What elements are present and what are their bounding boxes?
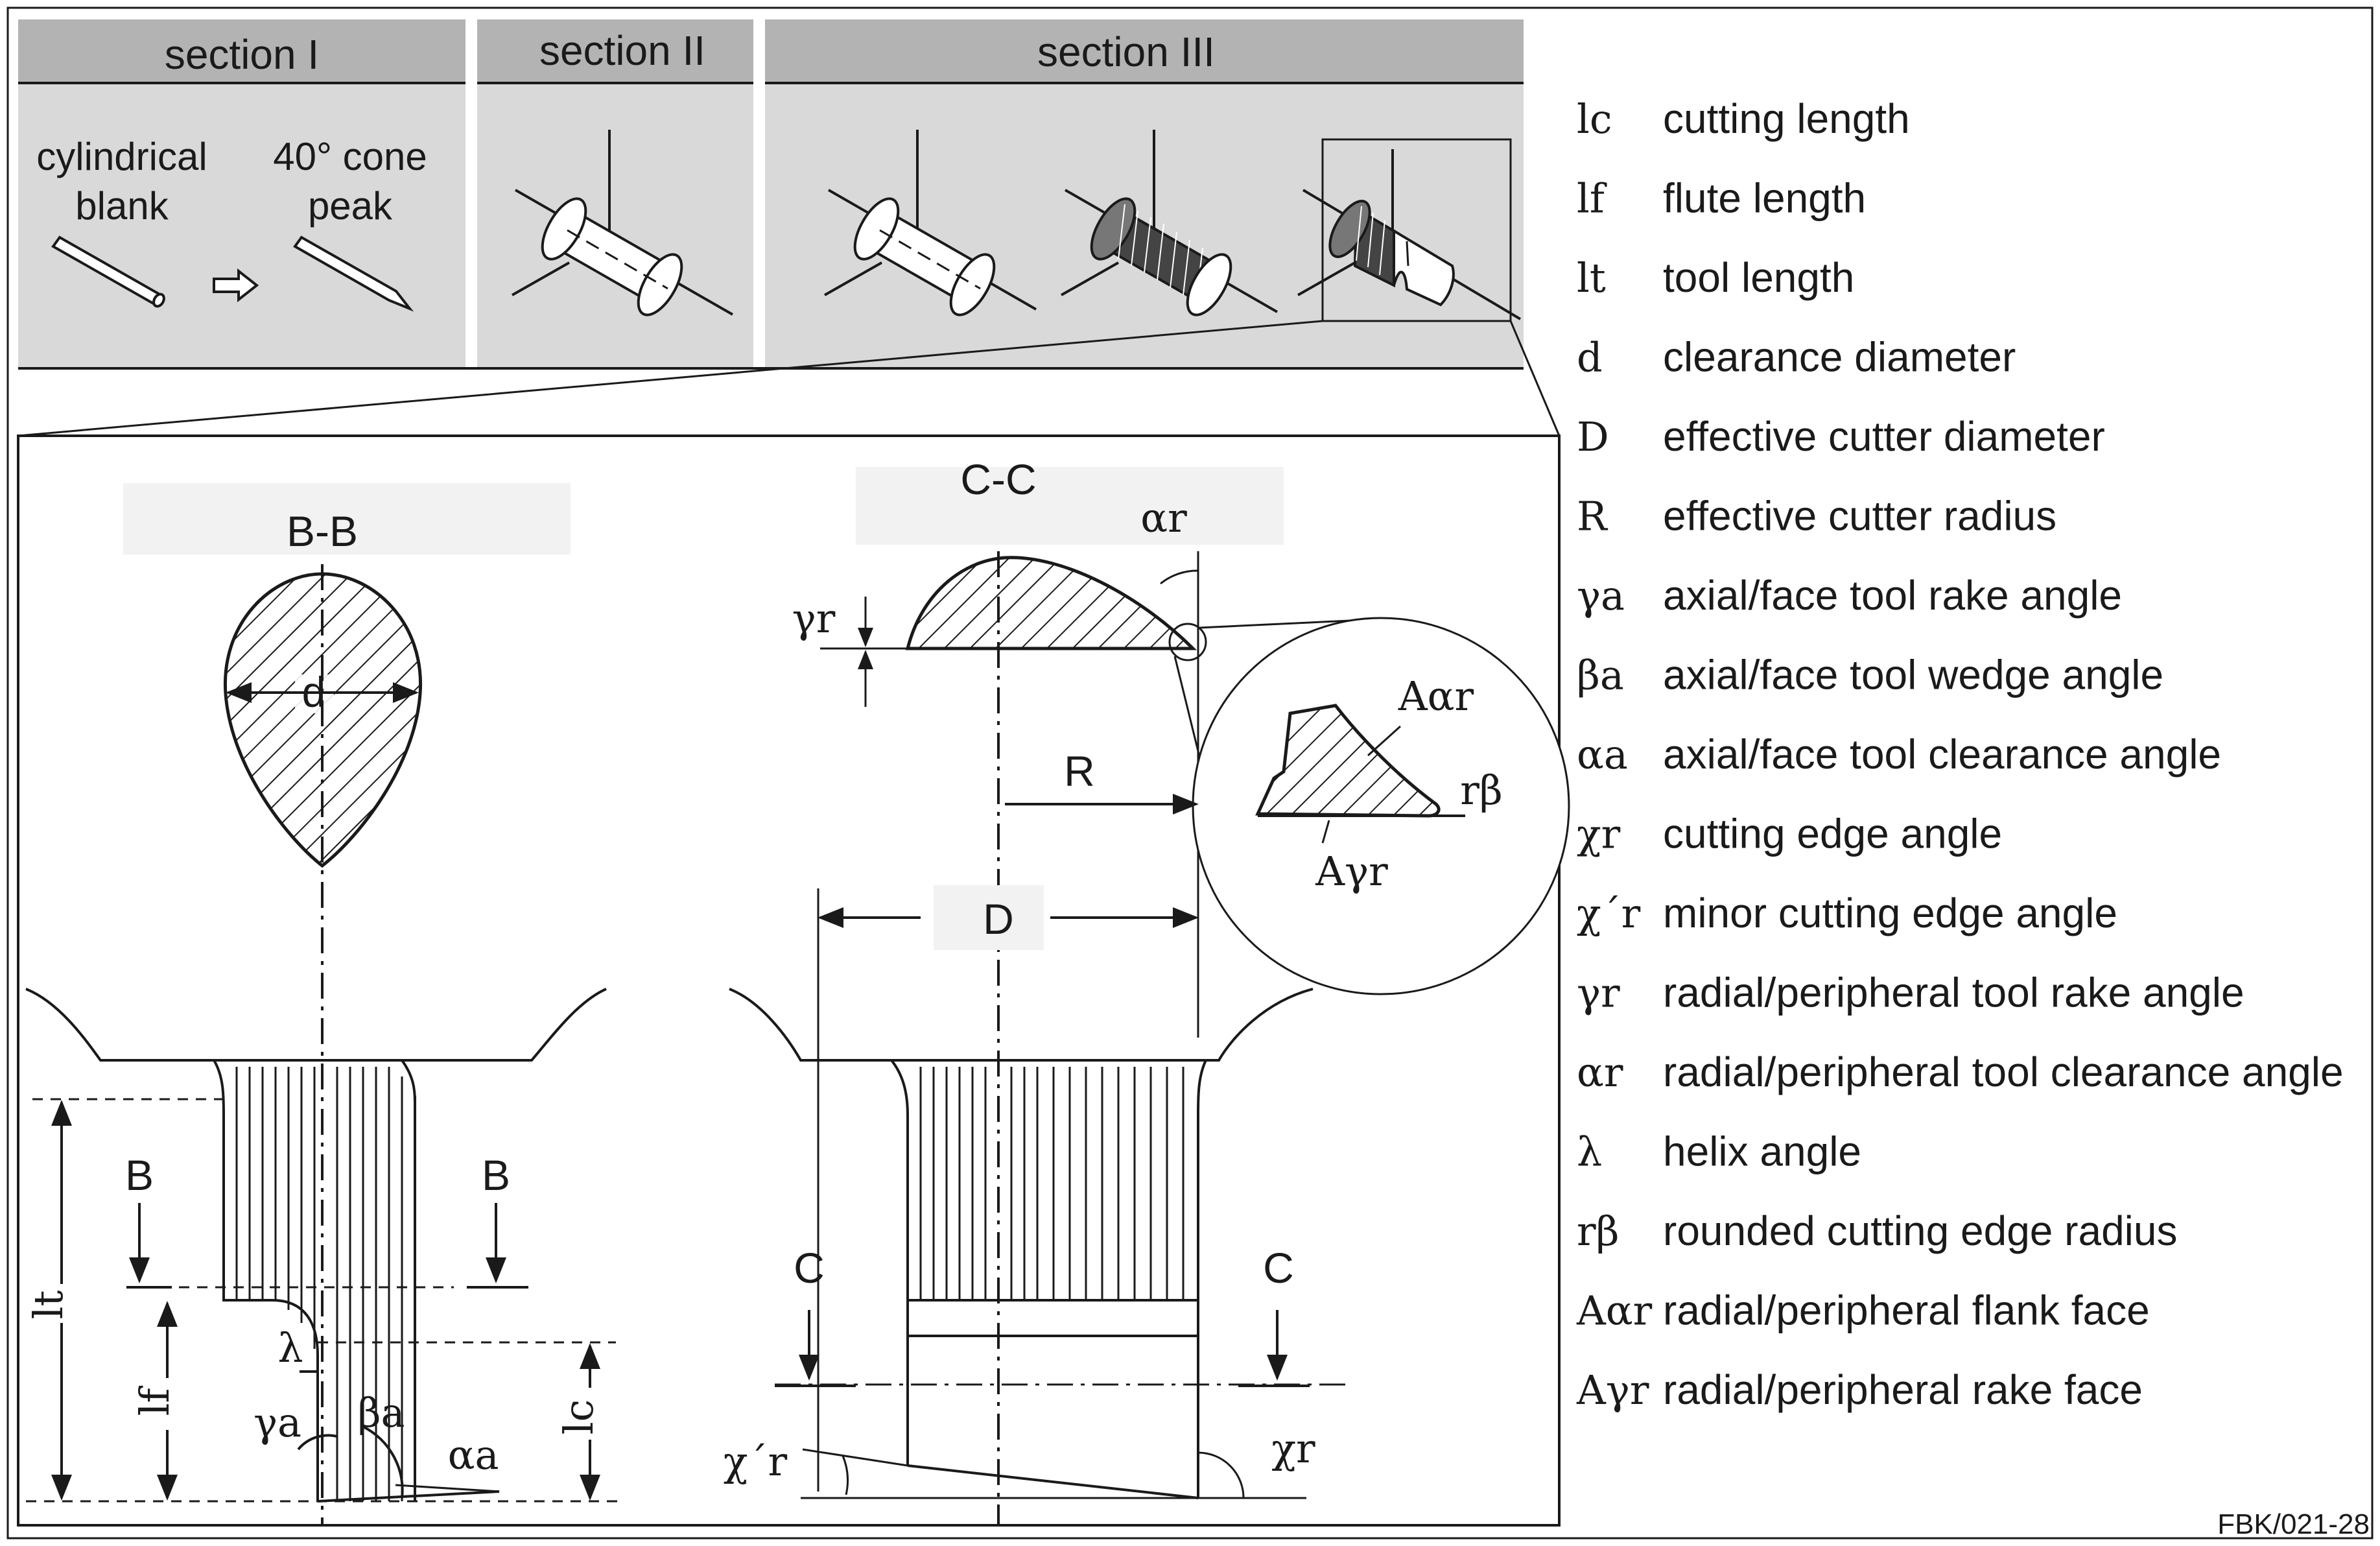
cc-label: C-C <box>960 455 1036 503</box>
section-2-title: section II <box>539 27 705 74</box>
section-2-header <box>477 19 753 83</box>
cylindrical-blank <box>51 235 165 308</box>
section-3-title: section III <box>1037 29 1215 75</box>
gamma-a-label: γa <box>253 1399 301 1446</box>
alpha-r-label: αr <box>1140 494 1187 541</box>
legend: lc cutting length lf flute length lt tool len… <box>1576 95 2344 1414</box>
legend-description: axial/face tool rake angle <box>1663 572 2122 619</box>
legend-symbol: Aγr <box>1576 1366 1649 1414</box>
legend-symbol: lf <box>1577 175 1607 222</box>
chi-prime-r-label: χ´r <box>724 1438 788 1485</box>
cone-peak-label-2: peak <box>308 184 393 228</box>
lambda-label: λ <box>277 1324 303 1372</box>
legend-description: radial/peripheral flank face <box>1663 1287 2150 1334</box>
c-right-label: C <box>1263 1244 1294 1292</box>
right-dim-labels: C C χ´r χr <box>724 1244 1315 1485</box>
legend-symbol: d <box>1577 334 1603 381</box>
beta-a-label: βa <box>358 1389 405 1436</box>
section-1-title: section I <box>165 31 319 78</box>
edge-zoom-small <box>1168 623 1207 661</box>
outer-frame <box>6 6 2374 1540</box>
legend-description: effective cutter radius <box>1663 493 2056 540</box>
section-bb: B-B d <box>123 483 571 1524</box>
detail-box <box>1321 138 1512 322</box>
alpha-a-label: αa <box>448 1431 499 1479</box>
legend-symbol: αr <box>1577 1049 1623 1096</box>
cone-peak-label-1: 40° cone <box>273 135 427 178</box>
legend-description: rounded cutting edge radius <box>1663 1207 2177 1254</box>
legend-symbol: αa <box>1577 731 1628 778</box>
lc-label: lc <box>555 1399 602 1435</box>
a-gamma-r-label: Aγr <box>1315 848 1388 895</box>
legend-description: helix angle <box>1663 1128 1861 1175</box>
legend-description: radial/peripheral tool clearance angle <box>1663 1049 2344 1095</box>
legend-symbol: lt <box>1577 254 1606 302</box>
legend-description: axial/face tool clearance angle <box>1663 731 2221 778</box>
edge-detail <box>1255 704 1441 818</box>
b-left-label: B <box>125 1151 154 1199</box>
cylindrical-blank-label-1: cylindrical <box>36 135 207 178</box>
zoom-connectors <box>18 320 1561 437</box>
left-dim-labels: lt lf lc B B λ γa βa αa <box>25 1151 615 1479</box>
legend-symbol: λ <box>1577 1128 1602 1176</box>
gamma-r-label: γr <box>792 595 836 642</box>
cc-cross-section <box>905 556 1197 650</box>
D-label: D <box>983 895 1014 943</box>
section-cc: C-C γr αr Aαr rβ Aγr R <box>792 455 1570 1524</box>
left-tool-body <box>25 988 622 1503</box>
top-panels: section I section II section III cylindr… <box>18 19 1524 370</box>
c-left-label: C <box>794 1244 825 1292</box>
legend-description: cutting edge angle <box>1663 811 2002 857</box>
arrow-icon <box>213 268 259 303</box>
legend-symbol: R <box>1577 493 1608 540</box>
legend-symbol: γr <box>1577 969 1620 1017</box>
r-beta-label: rβ <box>1460 767 1502 814</box>
legend-symbol: lc <box>1577 95 1612 143</box>
legend-description: clearance diameter <box>1663 334 2016 381</box>
cone-blank <box>293 235 414 312</box>
legend-description: axial/face tool wedge angle <box>1663 652 2163 698</box>
legend-symbol: D <box>1577 413 1609 460</box>
figure-code: FBK/021-28 <box>2217 1508 2370 1540</box>
legend-description: minor cutting edge angle <box>1663 890 2117 936</box>
bb-label: B-B <box>287 507 358 555</box>
section-3-cylinder-plain <box>824 130 1037 316</box>
lt-label: lt <box>25 1290 72 1320</box>
section-1-header <box>18 19 465 83</box>
section-3-cylinder-fluted <box>1061 130 1278 316</box>
chi-r-label: χr <box>1271 1425 1315 1472</box>
legend-symbol: χ´r <box>1577 890 1641 937</box>
lf-label: lf <box>131 1386 178 1416</box>
a-alpha-r-label: Aαr <box>1398 672 1474 720</box>
legend-description: flute length <box>1663 175 1866 222</box>
legend-description: radial/peripheral rake face <box>1663 1366 2143 1413</box>
legend-symbol: Aαr <box>1576 1287 1653 1335</box>
legend-symbol: rβ <box>1577 1207 1619 1255</box>
R-label: R <box>1064 747 1095 795</box>
legend-description: cutting length <box>1663 95 1910 142</box>
section-3-cylinder-finished <box>1297 138 1522 322</box>
section-2-cylinder <box>512 130 733 316</box>
right-tool-body <box>729 988 1352 1499</box>
cylindrical-blank-label-2: blank <box>75 184 169 228</box>
legend-symbol: βa <box>1577 652 1624 699</box>
b-right-label: B <box>482 1151 510 1199</box>
legend-symbol: γa <box>1577 572 1625 619</box>
legend-description: radial/peripheral tool rake angle <box>1663 969 2245 1016</box>
legend-description: tool length <box>1663 254 1854 301</box>
legend-symbol: χr <box>1577 811 1621 858</box>
section-3-header <box>765 19 1524 83</box>
legend-description: effective cutter diameter <box>1663 413 2105 460</box>
